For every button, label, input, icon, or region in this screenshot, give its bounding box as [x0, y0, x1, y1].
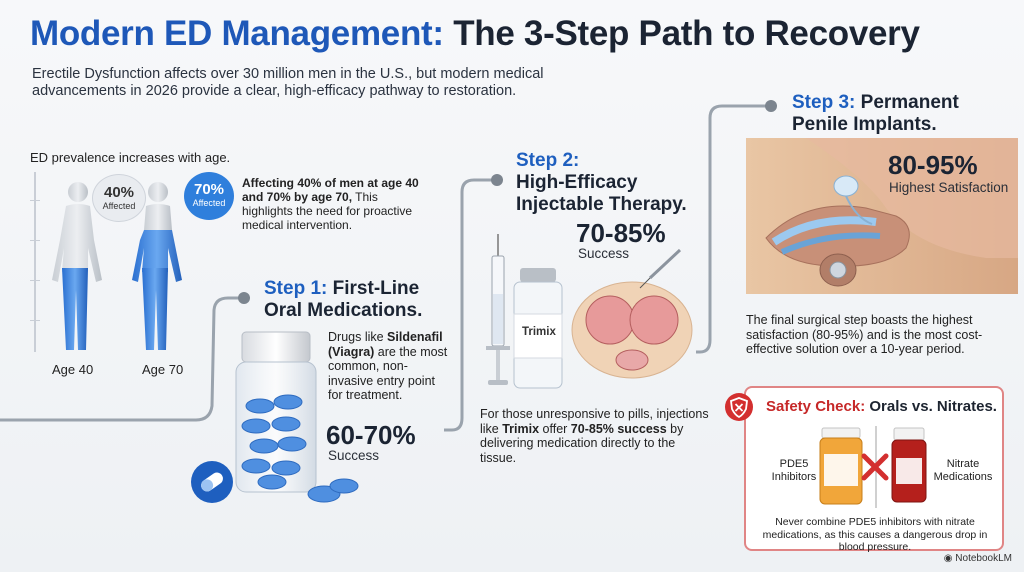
step1-number: Step 1:	[264, 278, 328, 299]
step1-desc-b: are the most common, non-invasive entry …	[328, 344, 448, 403]
bubble-40-affected: 40% Affected	[92, 174, 146, 222]
prevalence-rest-text: This highlights the need for proactive m…	[242, 190, 413, 232]
step1-rate: 60-70%	[326, 420, 416, 450]
age-40-label: Age 40	[52, 362, 94, 377]
prevalence-heading: ED prevalence increases with age.	[30, 150, 231, 165]
nitrate-label: Nitrate Medications	[933, 458, 993, 483]
figure-age-40	[52, 182, 102, 350]
step2-desc-bold1: Trimix	[502, 421, 540, 436]
title-part-1: Modern ED Management:	[30, 14, 444, 53]
step3-rate: 80-95%	[888, 150, 978, 180]
pill-icon	[191, 461, 233, 503]
step1-description: Drugs like Sildenafil (Viagra) are the m…	[328, 330, 448, 403]
bubble-70-label: Affected	[192, 198, 226, 208]
step2-title-a: High-Efficacy	[516, 172, 638, 193]
injection-illustration	[486, 234, 693, 389]
step3-description: The final surgical step boasts the highe…	[746, 313, 983, 356]
step1-title-b: Oral Medications.	[264, 300, 423, 321]
step2-title: Step 2: High-Efficacy Injectable Therapy…	[516, 150, 687, 216]
step2-rate-label: Success	[578, 246, 630, 261]
shield-warning-icon	[725, 393, 753, 421]
step2-description: For those unresponsive to pills, injecti…	[480, 407, 712, 465]
step3-title-b: Penile Implants.	[792, 114, 937, 135]
step2-desc-a: For those unresponsive to pills, injecti…	[480, 407, 709, 436]
step1-title: Step 1: First-Line Oral Medications.	[264, 278, 422, 322]
step1-desc-bold: Sildenafil (Viagra)	[328, 330, 443, 359]
intro-text: Erectile Dysfunction affects over 30 mil…	[32, 66, 544, 99]
step3-rate-label: Highest Satisfaction	[889, 180, 1009, 195]
pde5-label: PDE5 Inhibitors	[771, 458, 817, 483]
bubble-40-label: Affected	[102, 201, 136, 211]
step3-title: Step 3: Permanent Penile Implants.	[792, 92, 959, 136]
axis-tick	[30, 200, 40, 201]
step1-title-a: First-Line	[332, 278, 420, 299]
axis-tick	[30, 240, 40, 241]
medication-bottles-illustration	[819, 426, 927, 508]
age-axis	[34, 172, 36, 352]
brand-footer: ◉ NotebookLM	[944, 553, 1012, 564]
step2-desc-c: by delivering medication directly to the…	[480, 421, 684, 465]
prevalence-bold-text: Affecting 40% of men at age 40 and 70% b…	[242, 176, 419, 204]
title-part-2: The 3-Step Path to Recovery	[453, 14, 920, 53]
prevalence-description: Affecting 40% of men at age 40 and 70% b…	[242, 176, 422, 232]
step3-title-a: Permanent	[860, 92, 959, 113]
figure-age-70	[132, 182, 182, 350]
safety-title-rest: Orals vs. Nitrates.	[865, 398, 997, 415]
bubble-70-affected: 70% Affected	[184, 172, 234, 220]
step1-rate-label: Success	[328, 448, 380, 463]
step2-rate: 70-85%	[576, 218, 666, 248]
human-figures-illustration	[52, 182, 182, 350]
safety-title-red: Safety Check:	[766, 398, 866, 415]
bubble-70-pct: 70%	[193, 181, 225, 198]
age-70-label: Age 70	[142, 362, 184, 377]
safety-title: Safety Check: Orals vs. Nitrates.	[766, 398, 997, 415]
pill-bottle-illustration	[235, 331, 359, 503]
implant-illustration	[746, 138, 1018, 294]
notebooklm-logo-icon: ◉	[943, 553, 953, 564]
page-title: Modern ED Management: The 3-Step Path to…	[30, 14, 920, 54]
step2-number: Step 2:	[516, 150, 580, 171]
step2-desc-bold2: 70-85% success	[570, 421, 667, 436]
step3-number: Step 3:	[792, 92, 856, 113]
step2-desc-b: offer	[539, 421, 571, 436]
safety-warning-text: Never combine PDE5 inhibitors with nitra…	[762, 516, 988, 553]
vial-label: Trimix	[522, 326, 556, 338]
axis-tick	[30, 320, 40, 321]
brand-name: NotebookLM	[955, 553, 1012, 564]
bubble-40-pct: 40%	[103, 184, 135, 201]
step1-desc-a: Drugs like	[328, 330, 388, 344]
axis-tick	[30, 280, 40, 281]
step2-title-b: Injectable Therapy.	[516, 194, 687, 215]
